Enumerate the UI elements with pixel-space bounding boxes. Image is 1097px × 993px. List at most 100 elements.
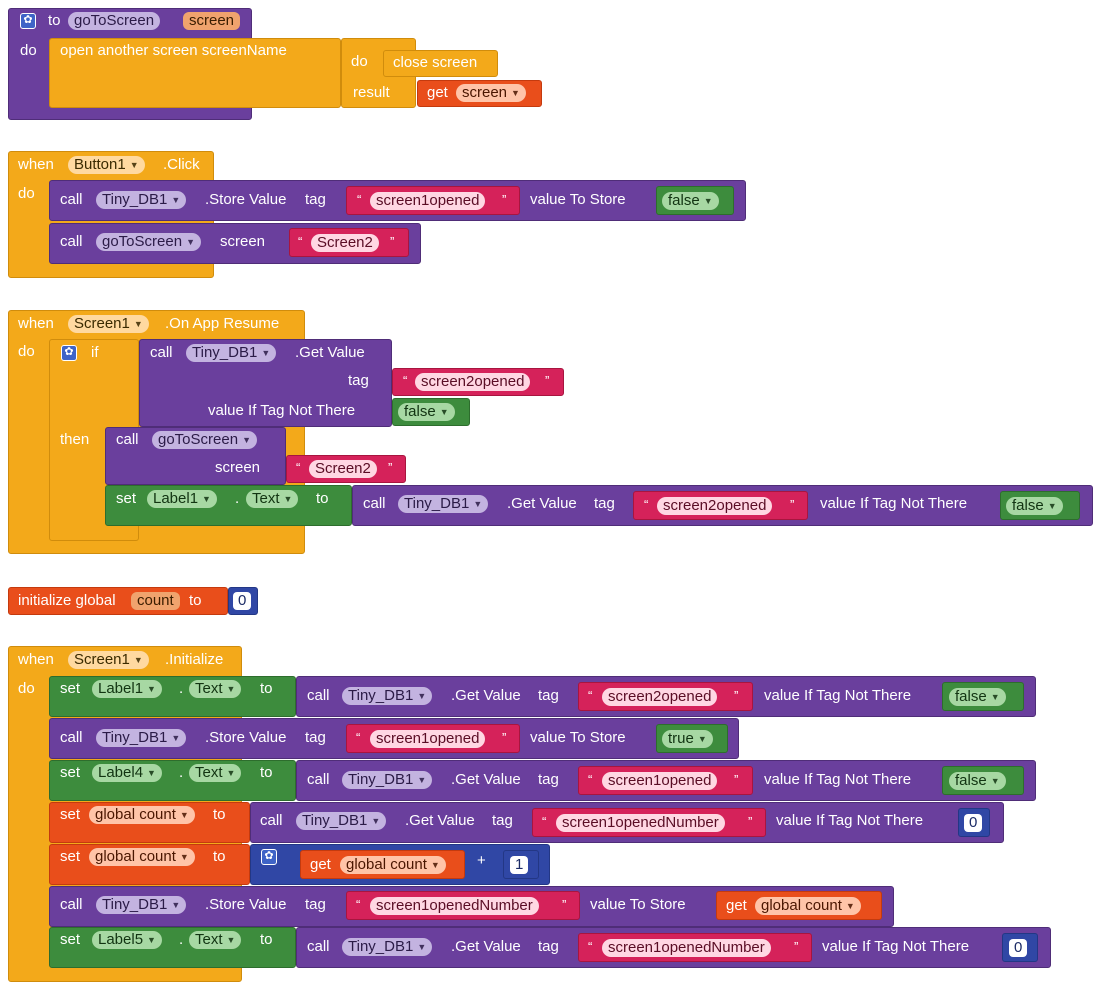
proc-name-field[interactable]: goToScreen: [68, 12, 161, 30]
tinydb-field[interactable]: Tiny_DB1▼: [342, 938, 433, 956]
tinydb-field[interactable]: Tiny_DB1▼: [342, 687, 433, 705]
do-result-do-label: do: [351, 53, 368, 70]
get-label: get: [310, 856, 331, 873]
component-label5-field[interactable]: Label5▼: [92, 931, 162, 949]
procedure-name-field[interactable]: goToScreen▼: [152, 431, 257, 449]
tinydb-field[interactable]: Tiny_DB1▼: [96, 191, 187, 209]
logic-true-field[interactable]: true▼: [662, 730, 713, 748]
event-name-label: .On App Resume: [165, 315, 280, 332]
tinydb-field[interactable]: Tiny_DB1▼: [342, 771, 433, 789]
chevron-down-icon: ▼: [171, 733, 181, 743]
quote-close: ”: [794, 939, 799, 954]
tag-text-field[interactable]: screen2opened: [657, 497, 773, 515]
logic-false-field[interactable]: false▼: [398, 403, 455, 421]
dot-label: .: [179, 680, 184, 697]
get-screen-field[interactable]: screen▼: [456, 84, 526, 102]
component-button1-field[interactable]: Button1▼: [68, 156, 145, 174]
tinydb-field[interactable]: Tiny_DB1▼: [296, 812, 387, 830]
chevron-down-icon: ▼: [147, 768, 156, 778]
screen2-text-field[interactable]: Screen2: [311, 234, 379, 252]
quote-open: “: [356, 730, 361, 745]
call-label: call: [260, 812, 283, 829]
logic-false-field[interactable]: false▼: [949, 688, 1006, 706]
tag-text-field[interactable]: screen1opened: [370, 730, 486, 748]
number-field[interactable]: 0: [1009, 939, 1028, 957]
tag-text-field[interactable]: screen1openedNumber: [556, 814, 725, 832]
set-label5-text-block[interactable]: [49, 927, 296, 968]
get-label: get: [726, 897, 747, 914]
quote-open: “: [357, 192, 362, 207]
global-count-field[interactable]: global count▼: [89, 806, 195, 824]
tinydb-field[interactable]: Tiny_DB1▼: [96, 729, 187, 747]
chevron-down-icon: ▼: [283, 494, 293, 504]
logic-false-field[interactable]: false▼: [949, 772, 1006, 790]
number-block[interactable]: [503, 850, 539, 879]
proc-param-field[interactable]: screen: [183, 12, 241, 30]
global-name-field[interactable]: count: [131, 592, 180, 610]
number-field[interactable]: 0: [233, 592, 252, 610]
quote-open: “: [542, 814, 547, 829]
set-label4-text-block[interactable]: [49, 760, 296, 801]
quote-open: “: [588, 939, 593, 954]
get-value-label: .Get Value: [405, 812, 475, 829]
chevron-down-icon: ▼: [226, 684, 236, 694]
number-field[interactable]: 0: [964, 814, 983, 832]
set-label1-text-block[interactable]: [105, 485, 352, 526]
tag-text-field[interactable]: screen1openedNumber: [602, 939, 771, 957]
chevron-down-icon: ▼: [133, 319, 143, 329]
result-label: result: [353, 84, 390, 101]
set-label: set: [60, 848, 81, 865]
component-screen1-field[interactable]: Screen1▼: [68, 315, 149, 333]
tag-text-field[interactable]: screen2opened: [415, 373, 531, 391]
open-another-screen-block[interactable]: [49, 38, 341, 108]
property-text-field[interactable]: Text▼: [189, 931, 242, 949]
tinydb-field[interactable]: Tiny_DB1▼: [398, 495, 489, 513]
global-count-field[interactable]: global count▼: [89, 848, 195, 866]
component-label1-field[interactable]: Label1▼: [147, 490, 217, 508]
chevron-down-icon: ▼: [430, 860, 440, 870]
chevron-down-icon: ▼: [1047, 501, 1057, 511]
tag-text-field[interactable]: screen1opened: [370, 192, 486, 210]
when-label: when: [18, 315, 54, 332]
tinydb-field[interactable]: Tiny_DB1▼: [96, 896, 187, 914]
number-field[interactable]: 1: [510, 856, 529, 874]
store-value-label: .Store Value: [205, 191, 287, 208]
quote-close: ”: [748, 814, 753, 829]
procedure-name-field[interactable]: goToScreen▼: [96, 233, 201, 251]
chevron-down-icon: ▼: [261, 348, 271, 358]
when-label: when: [18, 651, 54, 668]
set-label: set: [60, 680, 81, 697]
tag-text-field[interactable]: screen1opened: [602, 772, 718, 790]
call-label: call: [60, 191, 83, 208]
to-label: to: [213, 806, 226, 823]
gear-icon[interactable]: [261, 849, 277, 865]
store-value-label: .Store Value: [205, 729, 287, 746]
global-count-field[interactable]: global count▼: [340, 856, 446, 874]
property-text-field[interactable]: Text▼: [189, 680, 242, 698]
tinydb-field[interactable]: Tiny_DB1▼: [186, 344, 277, 362]
logic-false-field[interactable]: false▼: [662, 192, 719, 210]
close-screen-block[interactable]: [383, 50, 498, 77]
call-label: call: [150, 344, 173, 361]
property-text-field[interactable]: Text▼: [246, 490, 299, 508]
gear-icon[interactable]: [61, 345, 77, 361]
logic-false-field[interactable]: false▼: [1006, 497, 1063, 515]
property-text-field[interactable]: Text▼: [189, 764, 242, 782]
set-label1-text-block[interactable]: [49, 676, 296, 717]
initialize-global-block[interactable]: [8, 587, 228, 615]
tag-label: tag: [594, 495, 615, 512]
tag-text-field[interactable]: screen1openedNumber: [370, 897, 539, 915]
gear-icon[interactable]: [20, 13, 36, 29]
event-name-label: .Click: [163, 156, 200, 173]
screen2-text-field[interactable]: Screen2: [309, 460, 377, 478]
call-label: call: [60, 896, 83, 913]
component-screen1-field[interactable]: Screen1▼: [68, 651, 149, 669]
to-label: to: [189, 592, 202, 609]
component-label4-field[interactable]: Label4▼: [92, 764, 162, 782]
logic-true-block[interactable]: [656, 724, 728, 753]
tag-text-field[interactable]: screen2opened: [602, 688, 718, 706]
component-label1-field[interactable]: Label1▼: [92, 680, 162, 698]
global-count-field[interactable]: global count▼: [755, 897, 861, 915]
quote-close: ”: [545, 373, 550, 388]
quote-open: “: [403, 373, 408, 388]
